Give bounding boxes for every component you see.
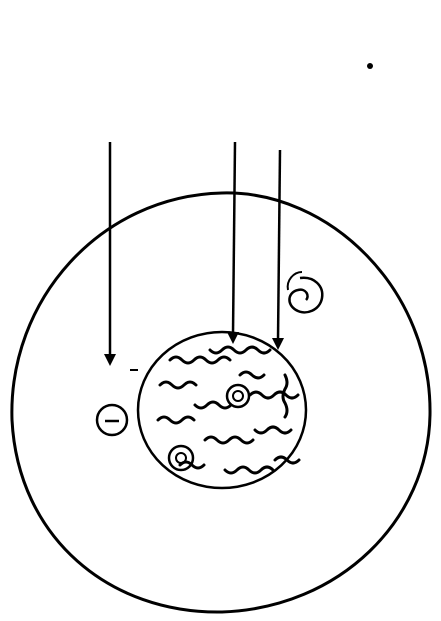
pointer-line-right	[278, 150, 280, 340]
nucleolus-lower	[169, 446, 193, 470]
nucleus	[138, 332, 306, 488]
pointer-line-middle	[233, 142, 235, 334]
stray-dot	[367, 63, 373, 69]
nucleolus-upper	[227, 385, 249, 407]
cell-membrane	[12, 193, 430, 612]
spiral-body-right	[288, 272, 323, 312]
centrosome-left	[97, 405, 127, 435]
pointer-arrow-left	[104, 354, 116, 366]
